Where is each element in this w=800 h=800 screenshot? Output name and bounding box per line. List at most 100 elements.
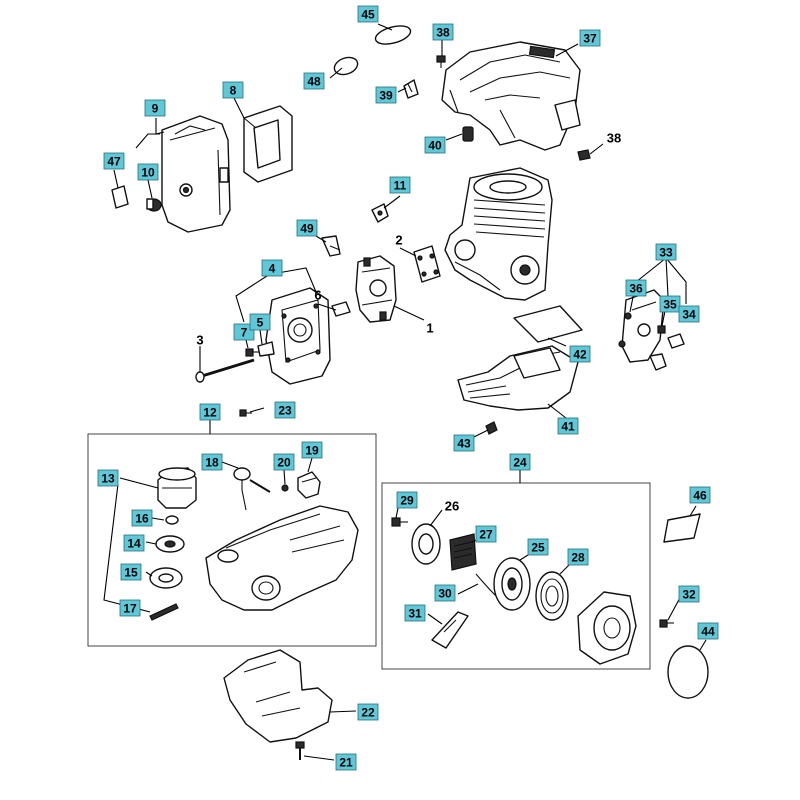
callout-part-19: 19 bbox=[301, 441, 323, 459]
part-29-screw bbox=[391, 517, 408, 527]
callout-part-2: 2 bbox=[395, 233, 402, 248]
callout-part-36: 36 bbox=[625, 279, 647, 297]
callout-number: 46 bbox=[693, 489, 707, 503]
callout-number: 5 bbox=[257, 316, 264, 330]
part-49-throttle-link bbox=[321, 235, 341, 257]
callout-part-44: 44 bbox=[697, 622, 719, 640]
callout-box bbox=[424, 136, 446, 154]
callout-number: 12 bbox=[203, 406, 217, 420]
callout-box bbox=[557, 417, 579, 435]
callout-number: 40 bbox=[428, 139, 442, 153]
callout-number: 13 bbox=[101, 472, 115, 486]
part-25-pulley bbox=[493, 557, 531, 611]
part-42-gasket bbox=[513, 305, 583, 343]
part-33-ignition-module bbox=[621, 289, 665, 363]
callout-box bbox=[199, 403, 221, 421]
callout-box bbox=[567, 548, 589, 566]
part-5-spacer bbox=[257, 341, 275, 357]
callout-part-15: 15 bbox=[120, 563, 142, 581]
part-30-rope bbox=[475, 573, 497, 597]
part-19-fuel-filter bbox=[297, 471, 321, 499]
callout-box bbox=[689, 486, 711, 504]
callout-part-10: 10 bbox=[137, 163, 159, 181]
part-35-screw bbox=[657, 325, 666, 334]
part-33-terminal bbox=[649, 353, 667, 371]
callout-number: 25 bbox=[531, 541, 545, 555]
callout-box bbox=[357, 703, 379, 721]
callout-box bbox=[296, 219, 318, 237]
callout-box bbox=[509, 453, 531, 471]
callout-box bbox=[123, 534, 145, 552]
callout-box bbox=[389, 176, 411, 194]
callout-part-3: 3 bbox=[196, 333, 203, 348]
part-41-muffler-shield bbox=[457, 345, 579, 411]
callout-number: 6 bbox=[314, 288, 321, 303]
callout-number: 17 bbox=[123, 602, 137, 616]
part-11-clip bbox=[371, 203, 389, 223]
callout-number: 29 bbox=[400, 494, 414, 508]
callout-part-48: 48 bbox=[303, 72, 325, 90]
callout-number: 31 bbox=[408, 607, 422, 621]
callout-number: 19 bbox=[305, 444, 319, 458]
callout-number: 20 bbox=[277, 456, 291, 470]
callout-part-38a: 38 bbox=[432, 23, 454, 41]
part-40-spacer bbox=[462, 126, 474, 142]
callout-number: 1 bbox=[426, 321, 433, 336]
part-26-pawl-plate bbox=[411, 523, 441, 565]
callout-part-27: 27 bbox=[475, 525, 497, 543]
callout-box bbox=[678, 305, 700, 323]
callout-part-18: 18 bbox=[201, 453, 223, 471]
part-36-washer bbox=[624, 312, 632, 320]
callout-part-38b: 38 bbox=[607, 131, 621, 146]
part-32-screw bbox=[659, 619, 674, 628]
callout-part-33: 33 bbox=[655, 243, 677, 261]
callout-box bbox=[273, 453, 295, 471]
callout-number: 10 bbox=[141, 166, 155, 180]
callout-part-14: 14 bbox=[123, 534, 145, 552]
callout-number: 35 bbox=[663, 298, 677, 312]
part-6-fitting bbox=[331, 301, 351, 317]
callout-box bbox=[335, 753, 357, 771]
callout-part-32: 32 bbox=[678, 585, 700, 603]
starter-group-frame bbox=[381, 482, 651, 670]
callout-number: 4 bbox=[269, 262, 276, 276]
part-33-nut bbox=[618, 340, 626, 348]
callout-number: 2 bbox=[395, 233, 402, 248]
callout-box bbox=[434, 584, 456, 602]
callout-box bbox=[301, 441, 323, 459]
callout-box bbox=[137, 163, 159, 181]
callout-number: 28 bbox=[571, 551, 585, 565]
callout-box bbox=[404, 604, 426, 622]
callout-part-1: 1 bbox=[426, 321, 433, 336]
callout-number: 37 bbox=[583, 32, 597, 46]
callout-part-39: 39 bbox=[375, 86, 397, 104]
part-14-seal bbox=[155, 535, 185, 553]
callout-part-34: 34 bbox=[678, 305, 700, 323]
callout-number: 9 bbox=[152, 102, 159, 116]
part-7-screw bbox=[245, 348, 259, 357]
callout-part-31: 31 bbox=[404, 604, 426, 622]
part-23-screw bbox=[239, 409, 252, 417]
callout-number: 21 bbox=[339, 756, 353, 770]
callout-number: 38 bbox=[607, 131, 621, 146]
callout-box bbox=[144, 99, 166, 117]
callout-part-37: 37 bbox=[579, 29, 601, 47]
part-3-bolt bbox=[195, 358, 255, 383]
callout-number: 22 bbox=[361, 706, 375, 720]
callout-box bbox=[659, 295, 681, 313]
callout-part-8: 8 bbox=[222, 81, 244, 99]
part-37-engine-cover bbox=[441, 41, 581, 151]
fuel-tank bbox=[205, 505, 359, 611]
callout-number: 41 bbox=[561, 420, 575, 434]
callout-part-5: 5 bbox=[249, 313, 271, 331]
callout-number: 7 bbox=[241, 326, 248, 340]
callout-part-35: 35 bbox=[659, 295, 681, 313]
part-38-screw-top bbox=[436, 55, 446, 68]
callout-number: 47 bbox=[107, 155, 121, 169]
callout-box bbox=[119, 599, 141, 617]
callout-number: 48 bbox=[307, 75, 321, 89]
callout-part-41: 41 bbox=[557, 417, 579, 435]
part-47-foam-pad bbox=[111, 185, 129, 209]
